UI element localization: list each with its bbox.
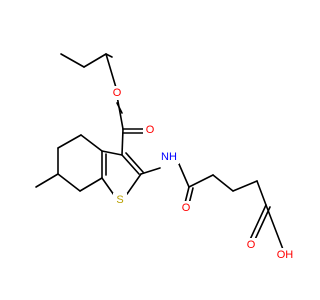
- atom-o-ester-carbonyl: O: [146, 124, 155, 136]
- bond-c6-methyl: [35, 173, 59, 188]
- molecule-drawing: O O NH S O O OH: [35, 53, 294, 261]
- bond-chain-4: [256, 180, 267, 206]
- atom-oh: OH: [277, 249, 294, 261]
- bond-c3-c2-double-a: [121, 154, 140, 175]
- bond-c7-c7a: [79, 177, 103, 192]
- atom-o-acid-carbonyl: O: [247, 239, 256, 251]
- bond-ester-oxygen-link: [116, 95, 124, 130]
- bond-acid-double-a: [247, 204, 267, 245]
- bond-chain-3: [232, 180, 258, 192]
- bond-propyl-2: [83, 53, 107, 68]
- atom-o-amide: O: [182, 202, 191, 214]
- bond-ch2-oether: [105, 53, 118, 92]
- bond-c6-c7: [57, 173, 81, 192]
- bond-propyl-3: [105, 53, 113, 58]
- bond-c2-nh: [140, 167, 161, 175]
- bond-propyl-1: [60, 53, 85, 68]
- bond-acid-oh: [265, 204, 285, 253]
- atom-o-ether: O: [113, 87, 122, 99]
- bond-nh-c: [178, 163, 190, 188]
- bond-c3a-c3: [101, 150, 123, 156]
- bond-c2-s: [126, 173, 142, 195]
- bond-chain-1: [188, 174, 214, 188]
- bond-c3a-c4: [80, 134, 103, 152]
- bond-s-c7a: [101, 177, 115, 196]
- atom-nh: NH: [161, 151, 177, 163]
- bond-chain-2: [212, 174, 234, 192]
- bond-c3-c2-double-b: [125, 152, 144, 173]
- bond-c4-c5: [57, 134, 82, 149]
- structure-svg: O O NH S O O OH: [35, 53, 294, 261]
- atom-s-ring: S: [116, 194, 123, 206]
